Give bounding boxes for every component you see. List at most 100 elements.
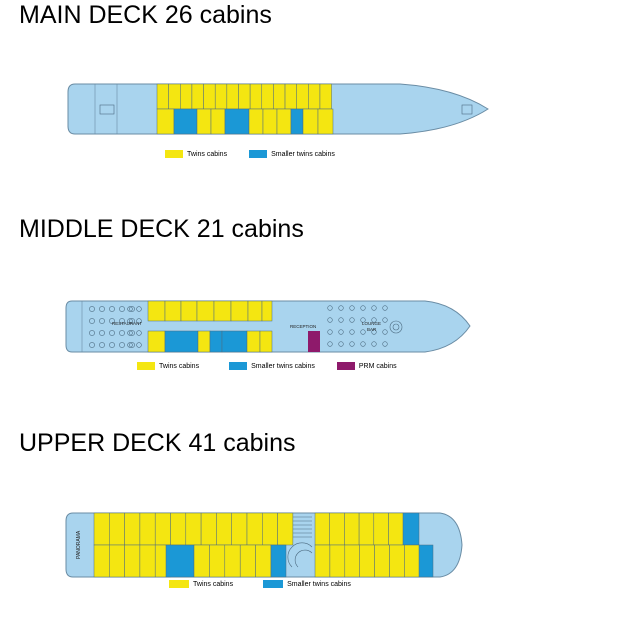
lounge-table: [349, 341, 355, 347]
lounge-table: [338, 305, 344, 311]
restaurant-table: [119, 306, 125, 312]
upper-deck-title: UPPER DECK 41 cabins: [19, 429, 296, 457]
restaurant-table: [129, 342, 135, 348]
twin-cabin: [255, 544, 272, 578]
restaurant-table: [127, 306, 133, 312]
lounge-table: [338, 341, 344, 347]
twin-cabin: [246, 330, 261, 353]
legend-item-smaller-twins: Smaller twins cabins: [263, 580, 351, 588]
twin-cabin: [329, 544, 346, 578]
legend-label: PRM cabins: [358, 362, 397, 370]
twin-cabin: [238, 83, 251, 110]
lounge-table: [327, 317, 333, 323]
twin-cabin: [109, 544, 125, 578]
restaurant-table: [127, 318, 133, 324]
middle-deck-plan: RESTAURANT RECEPTION LOUNGE BAR: [65, 300, 471, 353]
twin-cabin: [329, 512, 345, 546]
smaller-twins-swatch: [263, 580, 284, 588]
prm-cabin: [308, 331, 320, 352]
twin-cabin: [314, 512, 330, 546]
twin-cabin: [147, 300, 166, 322]
twin-cabin: [262, 512, 278, 546]
twin-cabin: [93, 544, 110, 578]
twin-cabin: [302, 108, 319, 135]
twin-cabin: [277, 512, 294, 546]
middle-deck-legend: Twins cabins Smaller twins cabins PRM ca…: [137, 362, 397, 370]
legend-label: Smaller twins cabins: [271, 150, 335, 158]
twin-cabin: [213, 300, 232, 322]
lounge-table: [371, 341, 377, 347]
main-deck-bow-marking: [461, 104, 473, 115]
restaurant-table: [99, 318, 105, 324]
twin-cabin: [262, 108, 278, 135]
twin-cabin: [273, 83, 286, 110]
panorama-label: PANORAMA: [76, 530, 82, 559]
prm-swatch: [336, 362, 355, 370]
smaller-twin-cabin: [173, 108, 198, 135]
smaller-twin-cabin: [270, 544, 287, 578]
legend-item-twins: Twins cabins: [165, 150, 227, 158]
twin-cabin: [344, 512, 360, 546]
twin-cabin: [210, 108, 226, 135]
twin-cabin: [139, 544, 156, 578]
smaller-twin-cabin: [221, 330, 248, 353]
twin-cabin: [358, 512, 375, 546]
twin-cabin: [317, 108, 334, 135]
restaurant-label: RESTAURANT: [112, 321, 142, 326]
lounge-table: [327, 329, 333, 335]
restaurant-table: [89, 330, 95, 336]
bar-label: BAR: [367, 327, 377, 332]
twin-cabin: [246, 512, 263, 546]
lounge-table: [382, 329, 388, 335]
lounge-table: [360, 329, 366, 335]
lounge-table: [338, 317, 344, 323]
twin-cabin: [170, 512, 187, 546]
twin-cabin: [319, 83, 332, 110]
lounge-dance-floor: [389, 320, 403, 334]
spiral-stair: [287, 542, 313, 568]
smaller-twin-cabin: [290, 108, 304, 135]
smaller-twin-cabin: [224, 108, 250, 135]
main-deck-legend: Twins cabins Smaller twins cabins: [165, 150, 335, 158]
legend-item-smaller-twins: Smaller twins cabins: [249, 150, 335, 158]
main-deck-plan: [67, 83, 489, 135]
smaller-twin-cabin: [165, 544, 195, 578]
lounge-table: [360, 341, 366, 347]
restaurant-table: [127, 342, 133, 348]
main-deck-stair: [99, 104, 115, 115]
legend-label: Smaller twins cabins: [251, 362, 315, 370]
twin-cabin: [180, 300, 198, 322]
twin-cabin: [404, 544, 420, 578]
twins-swatch: [165, 150, 183, 158]
lounge-table: [382, 317, 388, 323]
legend-label: Twins cabins: [193, 580, 234, 588]
lounge-table: [349, 329, 355, 335]
twin-cabin: [373, 512, 389, 546]
twin-cabin: [231, 512, 248, 546]
twin-cabin: [124, 512, 141, 546]
legend-item-twins: Twins cabins: [169, 580, 233, 588]
middle-deck-title: MIDDLE DECK 21 cabins: [19, 215, 304, 243]
smaller-twin-cabin: [418, 544, 434, 578]
twin-cabin: [226, 83, 239, 110]
restaurant-table: [129, 318, 135, 324]
lounge-label: LOUNGE: [362, 321, 381, 326]
twin-cabin: [197, 330, 211, 353]
smaller-twins-swatch: [249, 150, 268, 158]
restaurant-table: [136, 306, 142, 312]
lounge-table: [327, 341, 333, 347]
upper-deck-staircase: [287, 516, 313, 568]
legend-label: Smaller twins cabins: [287, 580, 351, 588]
twin-cabin: [344, 544, 360, 578]
twin-cabin: [374, 544, 390, 578]
twins-swatch: [137, 362, 155, 370]
restaurant-table: [119, 342, 125, 348]
restaurant-table: [99, 330, 105, 336]
lounge-table: [360, 305, 366, 311]
twin-cabin: [156, 108, 175, 135]
twin-cabin: [193, 544, 210, 578]
spiral-stair: [294, 549, 313, 568]
smaller-twin-cabin: [209, 330, 223, 353]
restaurant-table: [129, 330, 135, 336]
lounge-table: [382, 341, 388, 347]
